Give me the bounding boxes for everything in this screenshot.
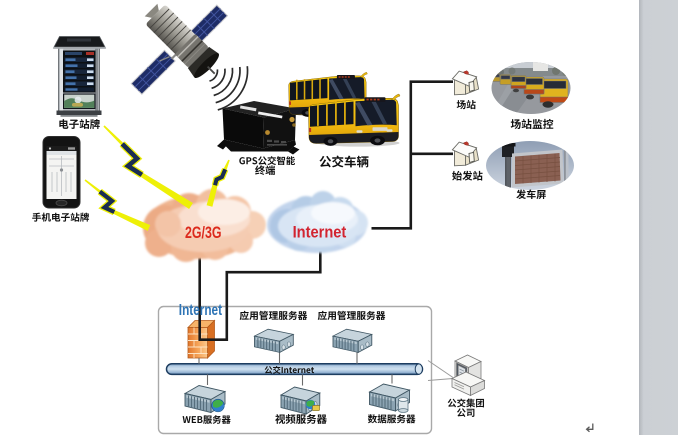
- svg-text:Internet: Internet: [179, 302, 222, 319]
- svg-text:Internet: Internet: [293, 224, 347, 242]
- svg-text:2G/3G: 2G/3G: [185, 224, 222, 242]
